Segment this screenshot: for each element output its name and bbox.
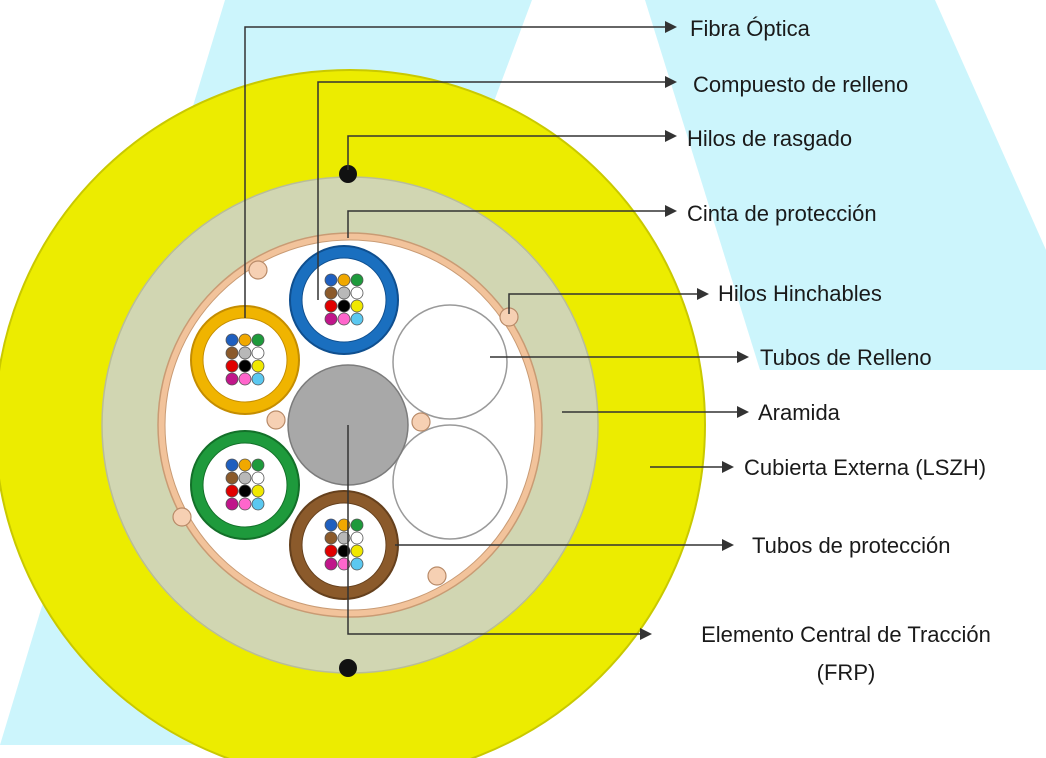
arrow-aramida: [737, 406, 749, 418]
tube-blue: [289, 245, 399, 355]
arrow-tubos-proteccion: [722, 539, 734, 551]
tube-blue-fiber-2: [337, 273, 351, 287]
tube-orange-fiber-7: [225, 359, 239, 373]
tube-orange-fiber-9: [251, 359, 265, 373]
leader-hilos-hinchables: [508, 293, 697, 314]
label-tubos-proteccion: Tubos de protección: [752, 533, 951, 558]
label-elemento-central: Elemento Central de Tracción: [701, 622, 991, 647]
label-tubos-relleno: Tubos de Relleno: [760, 345, 932, 370]
arrow-fibra-optica: [665, 21, 677, 33]
tube-blue-fiber-8: [337, 299, 351, 313]
tube-brown-fiber-2: [337, 518, 351, 532]
tube-brown-fiber-4: [324, 531, 338, 545]
tube-green-fiber-6: [251, 471, 265, 485]
tube-green-fiber-8: [238, 484, 252, 498]
filler-tube-1: [392, 304, 508, 420]
label-aramida: Aramida: [758, 400, 841, 425]
tube-brown-fiber-11: [337, 557, 351, 571]
swell-yarn-3: [266, 410, 286, 430]
swell-yarn-1: [248, 260, 268, 280]
label-elemento-central-frp: (FRP): [817, 660, 876, 685]
label-compuesto-relleno: Compuesto de relleno: [693, 72, 908, 97]
arrow-elemento-central: [640, 628, 652, 640]
tube-blue-fiber-3: [350, 273, 364, 287]
leader-cinta-proteccion: [347, 210, 665, 238]
tube-green-fiber-12: [251, 497, 265, 511]
leader-elemento-central: [347, 425, 640, 635]
tube-brown-fiber-10: [324, 557, 338, 571]
label-hilos-hinchables: Hilos Hinchables: [718, 281, 882, 306]
tube-green-fiber-2: [238, 458, 252, 472]
tube-brown-fiber-1: [324, 518, 338, 532]
tube-brown-fiber-8: [337, 544, 351, 558]
tube-blue-fiber-12: [350, 312, 364, 326]
tube-brown-fiber-7: [324, 544, 338, 558]
arrow-hilos-rasgado: [665, 130, 677, 142]
tube-blue-fiber-11: [337, 312, 351, 326]
tube-blue-fiber-6: [350, 286, 364, 300]
tube-blue-fiber-7: [324, 299, 338, 313]
arrow-cinta-proteccion: [665, 205, 677, 217]
tube-orange-fiber-10: [225, 372, 239, 386]
tube-orange-fiber-12: [251, 372, 265, 386]
tube-brown-fiber-3: [350, 518, 364, 532]
leader-hilos-rasgado: [347, 135, 665, 170]
watermark-right-stroke: [645, 0, 1046, 370]
leader-fibra-optica: [244, 26, 665, 318]
leader-arrowheads: [640, 21, 749, 640]
tube-brown-fiber-5: [337, 531, 351, 545]
tube-orange-fiber-1: [225, 333, 239, 347]
arrow-tubos-relleno: [737, 351, 749, 363]
tube-orange: [190, 305, 300, 415]
tube-orange-fiber-2: [238, 333, 252, 347]
tube-blue-fiber-4: [324, 286, 338, 300]
label-cubierta-externa: Cubierta Externa (LSZH): [744, 455, 986, 480]
tube-orange-fiber-4: [225, 346, 239, 360]
filler-tube-2: [392, 424, 508, 540]
swell-yarn-6: [427, 566, 447, 586]
tube-brown-fiber-6: [350, 531, 364, 545]
arrow-cubierta-externa: [722, 461, 734, 473]
leader-lines: [244, 26, 737, 635]
tube-green-fiber-7: [225, 484, 239, 498]
leader-compuesto-relleno: [317, 81, 665, 300]
tube-blue-fiber-10: [324, 312, 338, 326]
tube-blue-fiber-1: [324, 273, 338, 287]
label-cinta-proteccion: Cinta de protección: [687, 201, 877, 226]
tube-blue-fiber-5: [337, 286, 351, 300]
tube-green: [190, 430, 300, 540]
tube-green-fiber-4: [225, 471, 239, 485]
tube-orange-fiber-8: [238, 359, 252, 373]
rip-cord-bottom: [339, 659, 357, 677]
tube-brown: [289, 490, 399, 600]
tube-green-fiber-1: [225, 458, 239, 472]
tube-green-fiber-11: [238, 497, 252, 511]
swell-yarn-5: [172, 507, 192, 527]
tube-brown-fiber-9: [350, 544, 364, 558]
loose-tubes: [190, 245, 399, 600]
tube-orange-fiber-3: [251, 333, 265, 347]
tube-orange-fiber-11: [238, 372, 252, 386]
label-hilos-rasgado: Hilos de rasgado: [687, 126, 852, 151]
tube-green-fiber-10: [225, 497, 239, 511]
tube-orange-fiber-6: [251, 346, 265, 360]
tube-brown-fiber-12: [350, 557, 364, 571]
tube-green-fiber-5: [238, 471, 252, 485]
rip-cord-top: [339, 165, 357, 183]
tube-green-fiber-3: [251, 458, 265, 472]
cable-cross-section: [0, 69, 706, 758]
tube-orange-fiber-5: [238, 346, 252, 360]
labels: Fibra Óptica Compuesto de relleno Hilos …: [687, 16, 991, 685]
swell-yarn-4: [411, 412, 431, 432]
arrow-compuesto-relleno: [665, 76, 677, 88]
tube-blue-fiber-9: [350, 299, 364, 313]
label-fibra-optica: Fibra Óptica: [690, 16, 811, 41]
arrow-hilos-hinchables: [697, 288, 709, 300]
tube-green-fiber-9: [251, 484, 265, 498]
